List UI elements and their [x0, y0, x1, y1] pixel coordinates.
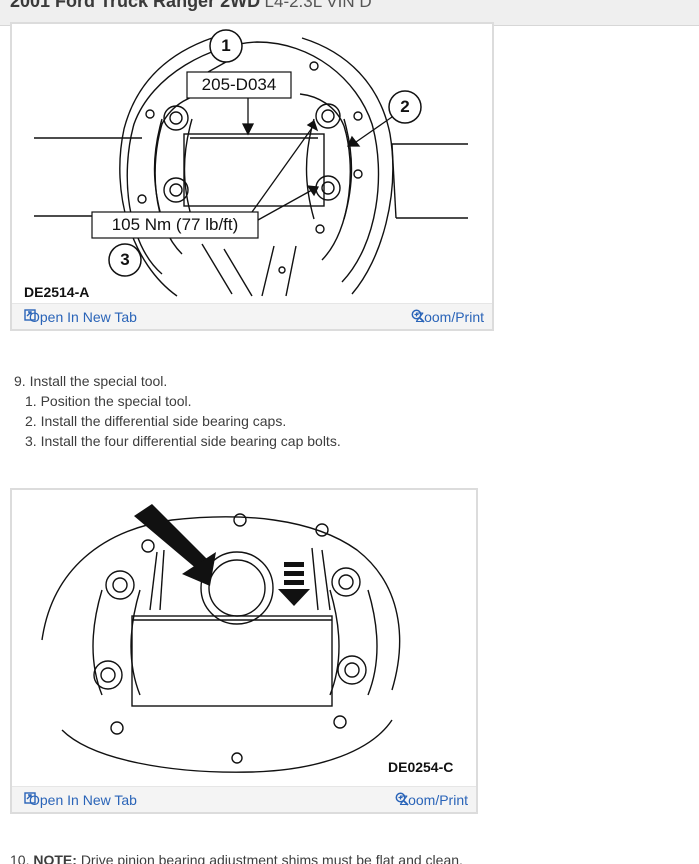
- callout-2: 2: [400, 97, 410, 116]
- vehicle-title: 2001 Ford Truck Ranger 2WD: [10, 0, 261, 11]
- open-in-new-tab-label: Open In New Tab: [29, 792, 137, 808]
- zoom-print-link[interactable]: Zoom/Print: [411, 309, 484, 325]
- substep-3: 3. Install the four differential side be…: [25, 433, 341, 449]
- figure-1-code: DE2514-A: [24, 284, 90, 300]
- step-10-note: 10. NOTE: Drive pinion bearing adjustmen…: [10, 852, 463, 864]
- substep-2: 2. Install the differential side bearing…: [25, 413, 287, 429]
- engine-subtitle: L4-2.3L VIN D: [264, 0, 372, 11]
- note-step-number: 10.: [10, 852, 30, 864]
- open-in-new-tab-label: Open In New Tab: [29, 309, 137, 325]
- open-in-new-tab-link-2[interactable]: Open In New Tab: [24, 792, 137, 808]
- figure-card-1: 1 2 3 205-D034 105 Nm (77 lb/ft) DE2514-…: [10, 22, 494, 331]
- tool-label: 205-D034: [201, 75, 277, 94]
- callout-3: 3: [120, 250, 130, 269]
- callout-1: 1: [221, 36, 231, 55]
- note-label: NOTE:: [33, 852, 77, 864]
- zoom-print-label: Zoom/Print: [399, 792, 468, 808]
- zoom-print-label: Zoom/Print: [415, 309, 484, 325]
- figure-2-diagram: [41, 504, 401, 773]
- note-text: Drive pinion bearing adjustment shims mu…: [80, 852, 463, 864]
- substep-1: 1. Position the special tool.: [25, 393, 192, 409]
- figure-2-footer: Open In New Tab Zoom/Print: [12, 786, 476, 812]
- zoom-print-link-2[interactable]: Zoom/Print: [395, 792, 468, 808]
- figure-card-2: DE0254-C Open In New Tab Zoom/Print: [10, 488, 478, 814]
- torque-label: 105 Nm (77 lb/ft): [111, 215, 239, 234]
- open-in-new-tab-link[interactable]: Open In New Tab: [24, 309, 137, 325]
- figure-2-code: DE0254-C: [388, 759, 454, 775]
- step-9: 9. Install the special tool.: [14, 373, 168, 389]
- figure-1-footer: Open In New Tab Zoom/Print: [12, 303, 492, 329]
- instruction-steps: 9. Install the special tool. 1. Position…: [14, 371, 341, 451]
- figure-1-diagram: [34, 29, 468, 297]
